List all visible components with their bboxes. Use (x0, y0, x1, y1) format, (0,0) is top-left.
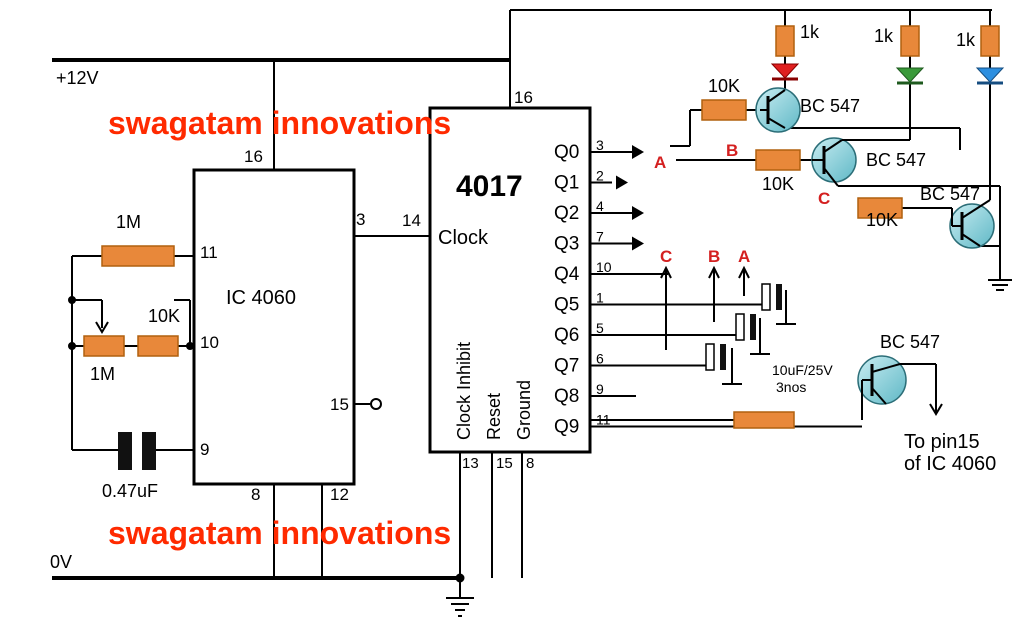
ic4017-label: 4017 (456, 170, 523, 203)
base-resistor-2-label: 10K (762, 174, 794, 194)
output-q5-pin: 1 (596, 290, 604, 306)
output-q8-pin: 9 (596, 381, 604, 397)
output-q0-diode (632, 145, 644, 159)
ground-rail-label: 0V (50, 552, 72, 572)
watermark-top: swagatam innovations (108, 105, 451, 141)
transistor-1 (755, 87, 801, 133)
output-q2-label: Q2 (554, 203, 579, 224)
caps-note-line1: 10uF/25V (772, 362, 833, 378)
output-q6-label: Q6 (554, 325, 579, 346)
output-q1-label: Q1 (554, 173, 579, 194)
resistor-1m (101, 245, 175, 267)
clock-inhibit-label: Clock Inhibit (454, 342, 474, 440)
caps-note-line2: 3nos (776, 379, 806, 395)
ground-label: Ground (514, 380, 534, 440)
resistor-1m-label: 1M (116, 212, 141, 232)
base-resistor-1-label: 10K (708, 76, 740, 96)
led-resistor-1 (775, 25, 795, 57)
output-q8-label: Q8 (554, 386, 579, 407)
ic4060-pin8: 8 (251, 485, 260, 504)
output-q2-diode (632, 206, 644, 220)
output-q5-label: Q5 (554, 295, 579, 316)
led-resistor-3-label: 1k (956, 30, 976, 50)
output-q3-diode (632, 236, 644, 251)
timing-node-a-label: A (738, 247, 750, 266)
timing-node-b-label: B (708, 247, 720, 266)
led-resistor-3 (980, 25, 1000, 57)
output-note-line2: of IC 4060 (904, 453, 996, 475)
led-resistor-1-label: 1k (800, 22, 820, 42)
output-q4-label: Q4 (554, 264, 580, 285)
ic4017-pin8: 8 (526, 455, 534, 472)
timing-network (660, 265, 796, 385)
capacitor-plate-right (142, 432, 156, 470)
output-q3-label: Q3 (554, 234, 579, 255)
transistor-4-label: BC 547 (880, 332, 940, 352)
led-resistor-2-label: 1k (874, 26, 894, 46)
node-b-label: B (726, 141, 738, 160)
led-resistor-2 (900, 25, 920, 57)
timing-node-c-label: C (660, 247, 672, 266)
ic4060-label: IC 4060 (226, 287, 296, 309)
timing-capacitors (705, 283, 782, 371)
oscillator-network (68, 235, 430, 451)
base-resistor-3 (857, 197, 903, 219)
output-q0-label: Q0 (554, 142, 579, 163)
ic4017-pin15: 15 (496, 455, 513, 472)
base-resistor-2 (755, 149, 801, 171)
node-a-label: A (654, 153, 666, 172)
driver-wiring (670, 109, 1012, 291)
base-resistor-1 (701, 99, 747, 121)
output-note-line1: To pin15 (904, 431, 980, 453)
ic4060-body (192, 168, 356, 486)
transistor-2-label: BC 547 (866, 150, 926, 170)
q9-base-resistor (733, 411, 795, 429)
output-q9-label: Q9 (554, 417, 579, 438)
base-resistor-3-label: 10K (866, 210, 898, 230)
ic4060-pin11: 11 (200, 243, 218, 262)
output-q3-pin: 7 (596, 229, 604, 245)
output-q6-pin: 5 (596, 320, 604, 336)
transistor-3 (949, 199, 995, 249)
output-q4-pin: 10 (596, 259, 612, 275)
ic4017-pin16: 16 (514, 88, 533, 107)
positive-rail-label: +12V (56, 68, 99, 88)
led-red (770, 63, 800, 79)
reset-label: Reset (484, 393, 504, 440)
ic4060-pin9: 9 (200, 440, 209, 459)
transistor-1-label: BC 547 (800, 96, 860, 116)
ic4017-pin14: 14 (402, 211, 421, 230)
ic4060-pin10: 10 (200, 333, 219, 352)
node-c-label: C (818, 189, 830, 208)
output-q1-diode (616, 175, 628, 190)
transistor-4 (857, 355, 943, 420)
ic4060-pin12: 12 (330, 485, 349, 504)
led-green (895, 67, 925, 83)
watermark-bottom: swagatam innovations (108, 515, 451, 551)
power-rails (52, 9, 992, 617)
output-q7-label: Q7 (554, 356, 579, 377)
clock-label: Clock (438, 227, 489, 249)
transistor-2 (811, 137, 910, 187)
ic4060-pin15: 15 (330, 395, 349, 414)
resistor-10k (137, 335, 179, 357)
capacitor-plate-left (118, 432, 132, 470)
led-blue (975, 67, 1005, 83)
potentiometer-label: 1M (90, 364, 115, 384)
ic4017-pin13: 13 (462, 455, 479, 472)
output-q7-pin: 6 (596, 351, 604, 367)
resistor-10k-label: 10K (148, 306, 180, 326)
ic4060-pin16: 16 (244, 147, 263, 166)
output-q2-pin: 4 (596, 198, 604, 214)
output-q1-pin: 2 (596, 168, 604, 184)
ic4060-pin3: 3 (356, 210, 365, 229)
transistor-3-label: BC 547 (920, 184, 980, 204)
output-q0-pin: 3 (596, 137, 604, 153)
potentiometer-1m (83, 335, 125, 357)
capacitor-label: 0.47uF (102, 481, 158, 501)
ic4017-body (428, 106, 592, 454)
